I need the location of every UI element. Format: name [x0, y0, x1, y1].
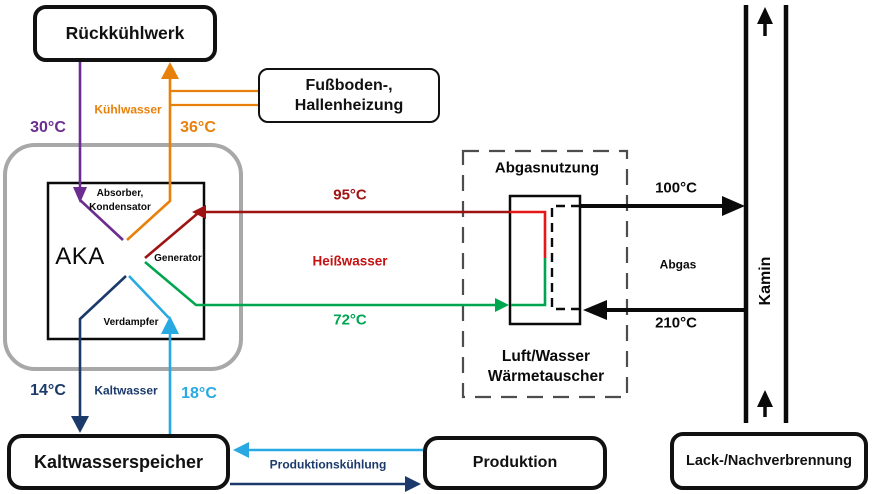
rueckkuehlwerk-label: Rückkühlwerk: [65, 22, 185, 43]
fussboden-hallenheizung-label: Fußboden-, Hallenheizung: [295, 76, 403, 116]
temp-95c-label: 95°C: [333, 186, 367, 204]
aka-title: AKA: [55, 243, 105, 270]
arrow-up-icon: [757, 7, 773, 24]
cold-water-18c-diagonal: [128, 275, 170, 319]
arrow-left-icon: [192, 205, 206, 219]
absorber-line1: Absorber,: [96, 188, 144, 199]
hot-water-95c-flow: [144, 205, 510, 259]
arrow-down-icon: [71, 416, 89, 433]
arrow-left-icon: [583, 300, 607, 320]
arrow-right-icon: [495, 298, 509, 312]
temp-210c-label: 210°C: [655, 314, 697, 332]
temp-14c-label: 14°C: [30, 382, 66, 399]
arrow-up-icon: [757, 390, 773, 407]
cold-water-return-18c-flow: [128, 275, 179, 434]
hot-water-return-72c-flow: [144, 261, 509, 312]
produktion-label: Produktion: [472, 454, 558, 471]
verdampfer-label: Verdampfer: [103, 316, 159, 328]
kaltwasserspeicher-label: Kaltwasserspeicher: [33, 451, 204, 472]
kuehlwasser-label: Kühlwasser: [94, 102, 162, 117]
exhaust-100c-flow: [580, 196, 745, 216]
temp-100c-label: 100°C: [655, 179, 697, 197]
hot-water-95c-diagonal: [144, 213, 198, 259]
aka-outer-frame: [3, 143, 243, 371]
arrow-left-icon: [233, 442, 249, 458]
temp-36c-label: 36°C: [180, 119, 216, 136]
kamin-bottom-arrow: [757, 390, 773, 417]
cooling-water-36c-flow: [126, 62, 259, 241]
lack-nachverbrennung-label: Lack-/Nachverbrennung: [686, 452, 852, 469]
heat-exchanger-label: Luft/Wasser Wärmetauscher: [488, 347, 604, 387]
kaltwasserspeicher-box: Kaltwasserspeicher: [7, 434, 230, 490]
fussboden-line1: Fußboden-,: [305, 76, 393, 94]
hot-water-return-72c-line: [144, 261, 496, 307]
produktion-box: Produktion: [423, 436, 607, 490]
arrow-up-icon: [161, 62, 179, 79]
cooling-water-30c-flow: [73, 62, 124, 241]
exhaust-gas-dashed-path: [550, 204, 580, 311]
lack-nachverbrennung-box: Lack-/Nachverbrennung: [670, 432, 868, 490]
temp-18c-label: 18°C: [181, 385, 217, 402]
abgasnutzung-title: Abgasnutzung: [494, 159, 600, 177]
arrow-right-icon: [405, 476, 421, 492]
fussboden-hallenheizung-box: Fußboden-, Hallenheizung: [258, 68, 440, 123]
aka-inner-box: [46, 181, 206, 341]
heat-exchanger-line2: Wärmetauscher: [487, 368, 605, 385]
abgasnutzung-dashed-frame: [461, 149, 629, 399]
abgas-label: Abgas: [659, 257, 697, 272]
heisswasser-label: Heißwasser: [312, 253, 388, 269]
rueckkuehlwerk-box: Rückkühlwerk: [33, 5, 217, 62]
cooling-water-36c-line: [126, 77, 172, 241]
absorber-line2: Kondensator: [89, 202, 151, 213]
exchanger-internal-cold-leg: [511, 258, 547, 307]
cold-water-14c-line: [78, 275, 127, 418]
kaltwasser-label: Kaltwasser: [94, 383, 158, 398]
exchanger-internal-hot-leg: [510, 210, 547, 258]
cold-water-14c-flow: [71, 275, 127, 433]
exhaust-210c-flow: [583, 300, 746, 320]
absorber-kondensator-label: Absorber, Kondensator: [89, 187, 151, 215]
cooling-water-30c-diagonal: [79, 199, 124, 241]
temp-72c-label: 72°C: [333, 311, 367, 329]
generator-label: Generator: [154, 252, 202, 264]
arrow-right-icon: [722, 196, 745, 216]
production-cooling-return-flow: [230, 476, 421, 492]
arrow-up-icon: [161, 316, 179, 334]
arrow-down-icon: [73, 187, 87, 203]
kamin-top-arrow: [757, 7, 773, 36]
production-cooling-supply-flow: [233, 442, 423, 458]
fussboden-line2: Hallenheizung: [294, 96, 404, 114]
produktionskuehlung-label: Produktionskühlung: [269, 457, 387, 472]
temp-30c-label: 30°C: [30, 119, 66, 136]
kamin-label: Kamin: [757, 256, 774, 306]
heat-exchanger-line1: Luft/Wasser: [501, 347, 591, 365]
